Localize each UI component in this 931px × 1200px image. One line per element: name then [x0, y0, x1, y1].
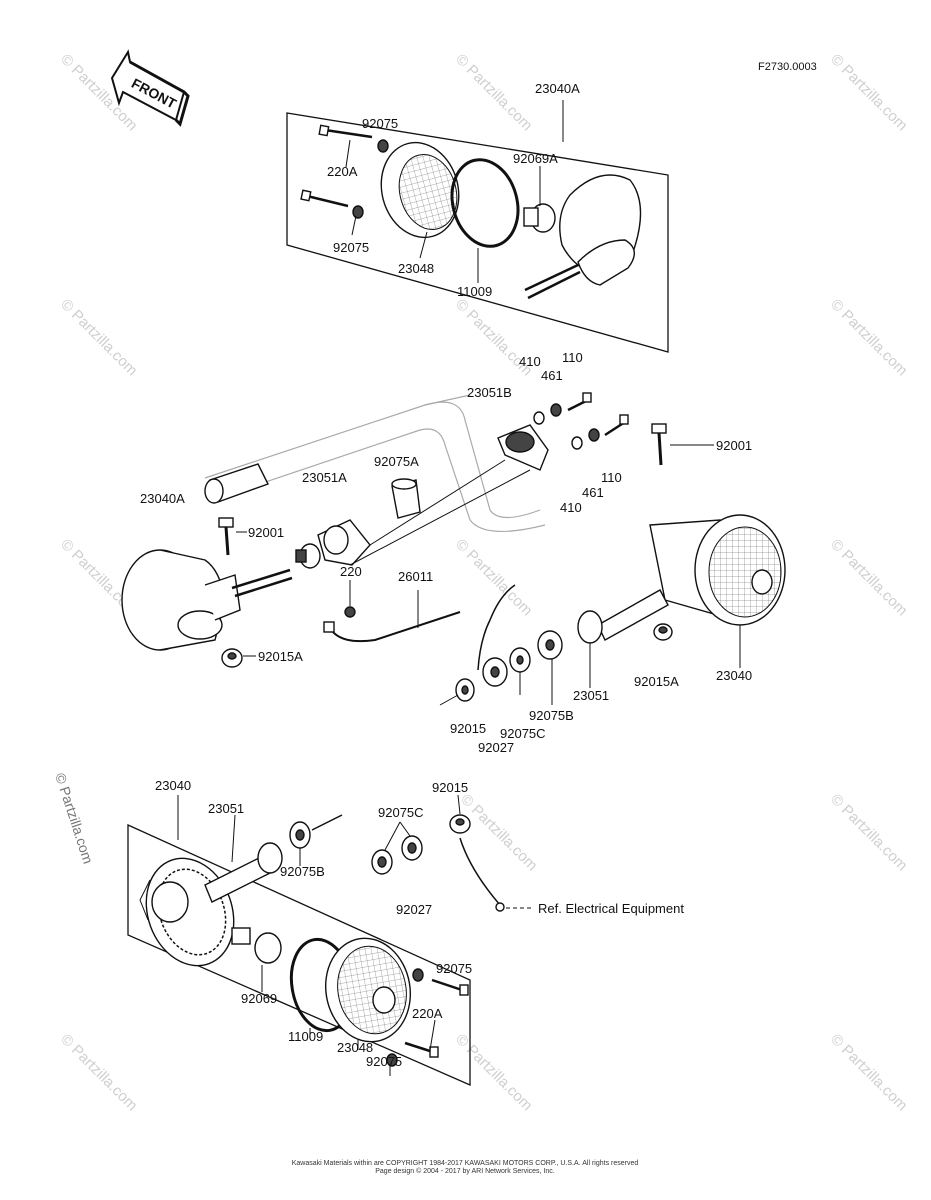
part-label-220A: 220A — [327, 164, 358, 179]
part-label-23051A: 23051A — [302, 470, 347, 485]
part-label-92075C: 92075C — [500, 726, 546, 741]
part-label-23051: 23051 — [208, 801, 244, 816]
part-label-92001: 92001 — [248, 525, 284, 540]
part-label-23051B: 23051B — [467, 385, 512, 400]
part-label-23040: 23040 — [155, 778, 191, 793]
watermark: © Partzilla.com — [57, 296, 140, 379]
bottom-turn-signal-assembly — [127, 794, 532, 1086]
part-label-23048: 23048 — [398, 261, 434, 276]
part-label-92075: 92075 — [436, 961, 472, 976]
part-label-92075B: 92075B — [280, 864, 325, 879]
part-label-410: 410 — [519, 354, 541, 369]
watermark: © Partzilla.com — [827, 536, 910, 619]
part-label-23040A: 23040A — [535, 81, 580, 96]
part-label-110: 110 — [562, 350, 583, 365]
part-label-92075A: 92075A — [374, 454, 419, 469]
part-label-92027: 92027 — [396, 902, 432, 917]
part-label-23040: 23040 — [716, 668, 752, 683]
part-label-110: 110 — [601, 470, 622, 485]
top-turn-signal-assembly — [286, 100, 669, 353]
part-label-92015: 92015 — [432, 780, 468, 795]
footer-page-design: Page design © 2004 - 2017 by ARI Network… — [375, 1167, 555, 1175]
part-label-92075C: 92075C — [378, 805, 424, 820]
handlebar-mount-assembly — [121, 392, 786, 706]
watermark: © Partzilla.com — [452, 51, 535, 134]
part-label-220A: 220A — [412, 1006, 443, 1021]
front-arrow-icon: FRONT — [110, 49, 190, 127]
part-label-92069A: 92069A — [513, 151, 558, 166]
part-label-461: 461 — [541, 368, 563, 383]
watermark: © Partzilla.com — [52, 771, 96, 866]
watermark: © Partzilla.com — [827, 791, 910, 874]
watermark: © Partzilla.com — [827, 1031, 910, 1114]
part-label-11009: 11009 — [288, 1029, 323, 1044]
reference-note: Ref. Electrical Equipment — [538, 901, 684, 916]
part-label-461: 461 — [582, 485, 604, 500]
part-label-23048: 23048 — [337, 1040, 373, 1055]
watermark: © Partzilla.com — [452, 536, 535, 619]
part-label-92027: 92027 — [478, 740, 514, 755]
part-label-23051: 23051 — [573, 688, 609, 703]
watermark: © Partzilla.com — [452, 1031, 535, 1114]
part-label-220: 220 — [340, 564, 362, 579]
part-label-92075B: 92075B — [529, 708, 574, 723]
part-label-92015: 92015 — [450, 721, 486, 736]
watermark: © Partzilla.com — [827, 296, 910, 379]
diagram-ref-code: F2730.0003 — [758, 61, 817, 73]
part-label-92015A: 92015A — [634, 674, 679, 689]
part-label-92001: 92001 — [716, 438, 752, 453]
part-label-92075: 92075 — [366, 1054, 402, 1069]
part-label-92075: 92075 — [362, 116, 398, 131]
part-label-11009: 11009 — [457, 284, 492, 299]
part-label-410: 410 — [560, 500, 582, 515]
part-label-92015A: 92015A — [258, 649, 303, 664]
footer-copyright: Kawasaki Materials within are COPYRIGHT … — [292, 1160, 639, 1167]
watermark: © Partzilla.com — [57, 1031, 140, 1114]
part-label-26011: 26011 — [398, 569, 433, 584]
part-label-92075: 92075 — [333, 240, 369, 255]
part-label-92069: 92069 — [241, 991, 277, 1006]
watermark: © Partzilla.com — [827, 51, 910, 134]
part-label-23040A: 23040A — [140, 491, 185, 506]
